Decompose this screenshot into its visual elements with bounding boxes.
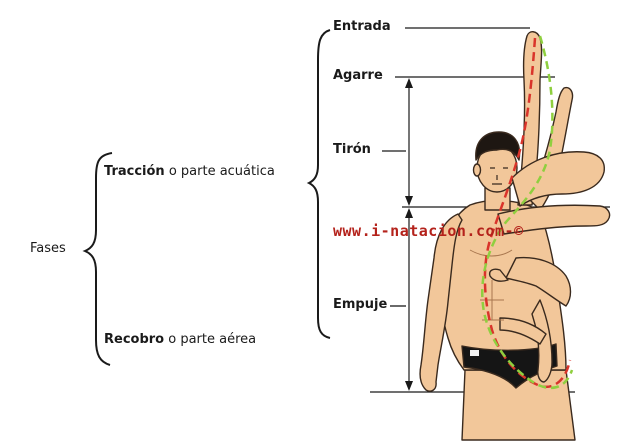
entrada-label: Entrada	[333, 19, 391, 34]
swimmer-hand-belly	[488, 268, 509, 282]
swimmer-hair	[475, 131, 521, 161]
recobro-bold: Recobro	[104, 332, 165, 347]
recobro-rest: o parte aérea	[164, 332, 257, 347]
tiron-label: Tirón	[333, 142, 371, 157]
swimmer-forearm-lower	[499, 317, 547, 345]
empuje-arrowhead-down	[405, 381, 413, 391]
stroke-path-green	[481, 35, 574, 390]
fases-brace	[82, 152, 113, 366]
traccion-rest: o parte acuática	[164, 164, 275, 179]
chest-lines	[469, 249, 513, 321]
swimmer-arm-belly	[505, 256, 572, 307]
swimmer-left-ear	[472, 163, 482, 177]
tiron-arrowhead-up	[405, 78, 413, 88]
swimmer-left-arm	[419, 213, 463, 392]
agarre-label: Agarre	[333, 68, 383, 83]
stroke-path-red	[483, 37, 572, 389]
swimmer-arm-horizontal	[497, 204, 611, 235]
swimmer-arm-tiron	[511, 151, 605, 207]
traccion-label: Tracción o parte acuática	[104, 160, 275, 179]
fases-label: Fases	[30, 241, 66, 256]
tiron-arrowhead-down	[405, 196, 413, 206]
empuje-label: Empuje	[333, 297, 388, 312]
swimmer-figure	[419, 31, 611, 441]
traccion-brace	[306, 29, 331, 339]
empuje-arrowhead-up	[405, 208, 413, 218]
trunks-logo-left	[470, 350, 479, 356]
traccion-bold: Tracción	[104, 164, 165, 179]
watermark-url: www.i-natacion.com-©	[333, 222, 524, 240]
recobro-label: Recobro o parte aérea	[104, 328, 256, 347]
swimmer-face	[490, 167, 508, 185]
